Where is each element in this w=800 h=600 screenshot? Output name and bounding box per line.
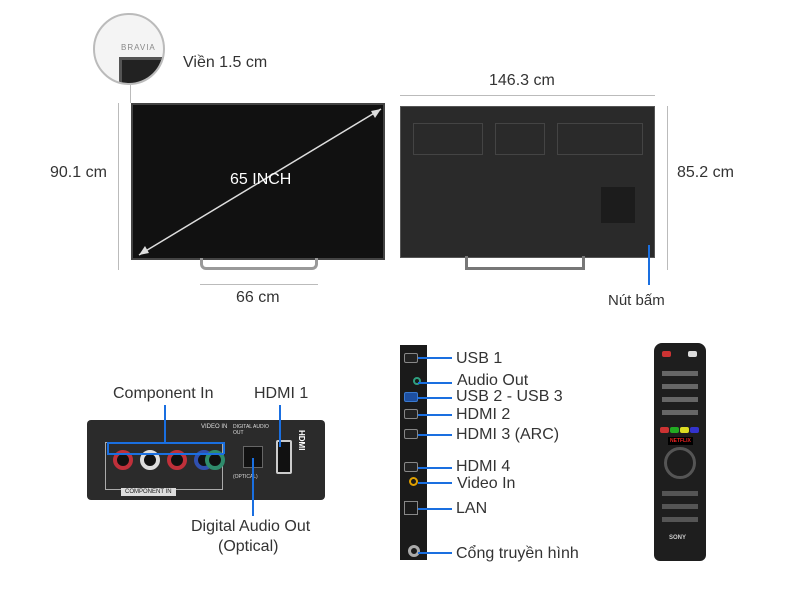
hdmi1-port [276,440,292,474]
port-antenna: Cổng truyền hình [456,545,579,562]
stand-width-label: 66 cm [236,289,280,306]
height-with-stand-label: 90.1 cm [50,164,107,181]
port-usb2-usb3: USB 2 - USB 3 [456,388,563,405]
height-label: 85.2 cm [677,164,734,181]
bezel-zoom: BRAVIA [93,13,165,85]
port-hdmi3-arc: HDMI 3 (ARC) [456,426,560,443]
diagonal-label: 65 INCH [230,171,292,188]
remote-control: NETFLIX SONY [654,343,706,561]
audio-r-jack [113,450,133,470]
bezel-label: Viền 1.5 cm [183,54,268,71]
pr-jack [167,450,187,470]
diagonal-arrow [138,108,382,256]
port-usb1: USB 1 [456,350,503,367]
digital-audio-out-label: Digital Audio Out [191,518,311,535]
port-hdmi4: HDMI 4 [456,458,511,475]
port-hdmi2: HDMI 2 [456,406,511,423]
port-audio-out: Audio Out [457,372,529,389]
tv-stand-front [200,258,318,270]
component-in-label: Component In [113,385,214,402]
button-label: Nút bấm [608,292,665,309]
hdmi1-label: HDMI 1 [254,385,309,402]
port-lan: LAN [456,500,488,517]
netflix-button: NETFLIX [668,437,693,445]
side-panel: COMPONENT IN VIDEO IN DIGITAL AUDIO OUT … [87,420,325,500]
bezel-brand: BRAVIA [121,43,156,52]
optical-label: (Optical) [218,538,279,555]
remote-brand: SONY [669,535,687,541]
port-video-in: Video In [457,475,516,492]
y-jack [205,450,225,470]
width-label: 146.3 cm [489,72,555,89]
port-strip [400,345,427,560]
tv-back [400,106,655,258]
tv-stand-back [465,256,585,270]
audio-l-jack [140,450,160,470]
